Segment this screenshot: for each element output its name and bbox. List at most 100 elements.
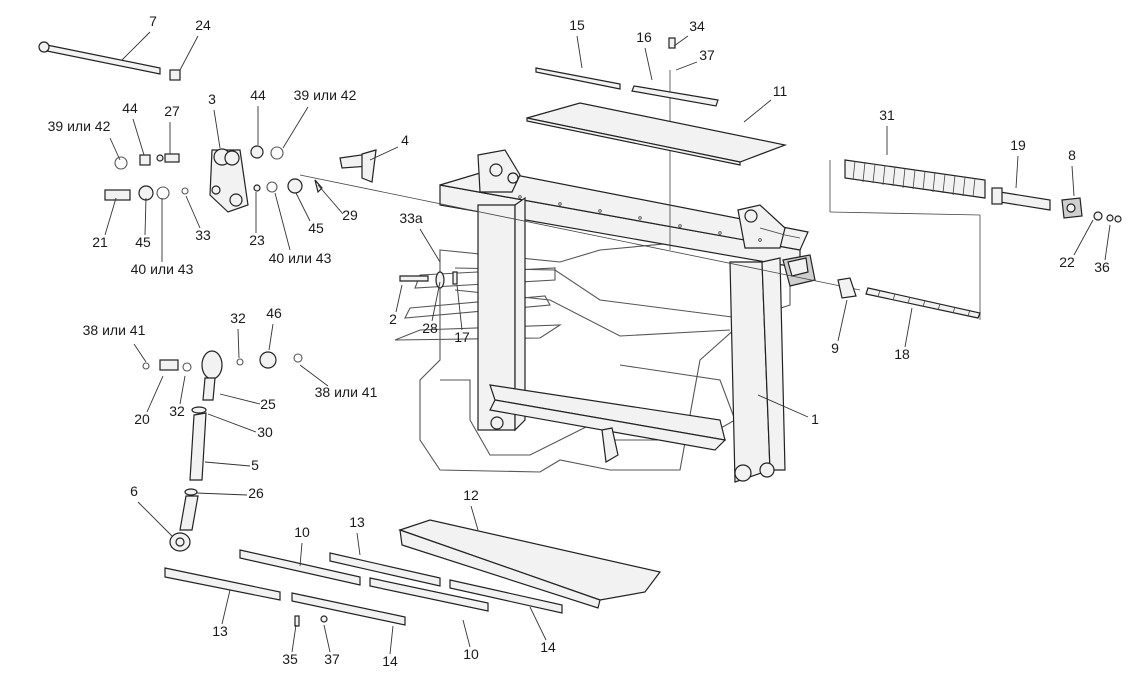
callout-label-c32a: 32 [230, 310, 246, 326]
callout-label-c20: 20 [134, 411, 150, 427]
callout-label-c40b: 40 или 43 [269, 250, 332, 266]
leader-line-c16 [644, 47, 653, 81]
turnbuckle-5 [189, 406, 207, 481]
leader-line-c30 [207, 413, 257, 433]
leader-line-c14b [529, 606, 547, 641]
leader-line-c38a [133, 343, 147, 363]
linkage-25 [201, 350, 223, 401]
callout-label-c39a: 39 или 42 [48, 118, 111, 134]
leader-line-c44b [132, 118, 145, 156]
leader-line-c32b [179, 375, 186, 405]
small-parts-left [104, 145, 323, 201]
callout-label-c37a: 37 [699, 47, 715, 63]
callout-label-c38b: 38 или 41 [315, 384, 378, 400]
rod-4 [339, 149, 377, 183]
callout-label-c38a: 38 или 41 [83, 322, 146, 338]
leader-line-c22 [1073, 219, 1094, 256]
leader-line-c10a [299, 542, 303, 567]
leader-line-c14a [389, 625, 394, 655]
callout-label-c2: 2 [389, 311, 397, 327]
pin-2 [399, 275, 429, 282]
bushing-24 [169, 69, 181, 81]
callout-label-c6: 6 [130, 483, 138, 499]
callout-label-c28: 28 [422, 320, 438, 336]
callout-label-c44a: 44 [250, 87, 266, 103]
cover-plate [526, 102, 788, 166]
callout-label-c22: 22 [1059, 254, 1075, 270]
callout-label-c14b: 14 [540, 639, 556, 655]
leader-line-c13b [221, 589, 231, 625]
leader-line-c9 [837, 299, 848, 342]
leader-line-c12 [470, 505, 479, 531]
callout-label-c16: 16 [636, 29, 652, 45]
strip-16 [631, 85, 719, 107]
threaded-rod-18 [865, 287, 981, 319]
leader-line-c39a [109, 137, 121, 161]
callout-label-c39b: 39 или 42 [294, 87, 357, 103]
callout-label-c40a: 40 или 43 [131, 261, 194, 277]
callout-label-c4: 4 [401, 132, 409, 148]
callout-label-c3: 3 [208, 91, 216, 107]
callout-label-c29: 29 [342, 207, 358, 223]
callout-label-c5: 5 [251, 457, 259, 473]
shaft-19 [991, 187, 1051, 211]
leader-line-c13a [356, 532, 361, 556]
callout-label-c46: 46 [266, 305, 282, 321]
leader-line-c34 [673, 35, 689, 47]
bolt-35-nut-37 [294, 615, 328, 627]
callout-label-c21: 21 [92, 234, 108, 250]
leader-line-c37b [323, 624, 331, 653]
leader-line-c1 [757, 394, 809, 418]
callout-label-c11: 11 [773, 83, 788, 99]
leader-line-c10b [462, 619, 471, 648]
spring-roller [844, 159, 986, 199]
callout-label-c27: 27 [164, 103, 180, 119]
leader-line-c36 [1104, 224, 1111, 261]
strip-15 [535, 67, 621, 90]
clip-28 [435, 271, 445, 289]
leader-line-c25 [219, 393, 261, 405]
rod-end-6 [169, 488, 199, 552]
leader-line-c2 [395, 284, 403, 313]
callout-label-c30: 30 [257, 424, 273, 440]
callout-label-c12: 12 [463, 487, 479, 503]
leader-line-c26 [195, 492, 248, 496]
callout-label-c18: 18 [894, 346, 910, 362]
callout-label-c45a: 45 [135, 234, 151, 250]
callout-label-c45b: 45 [308, 220, 324, 236]
leader-line-c45a [144, 197, 147, 236]
tensioner-9 [837, 277, 857, 299]
callout-label-c9: 9 [831, 340, 839, 356]
leader-line-c20 [146, 375, 164, 413]
callout-label-c13a: 13 [349, 514, 365, 530]
callout-label-c33a: 33а [399, 210, 423, 226]
leader-line-c17 [456, 284, 463, 331]
leader-line-c46 [268, 323, 274, 351]
leader-line-c40b [274, 192, 291, 251]
leader-line-c32a [237, 328, 240, 359]
rod-7 [38, 41, 161, 75]
callout-label-c23: 23 [249, 232, 265, 248]
leader-line-c28 [431, 281, 441, 322]
callout-label-c37b: 37 [324, 651, 340, 667]
callout-label-c32b: 32 [169, 403, 185, 419]
callout-label-c35: 35 [282, 651, 298, 667]
leader-line-c45b [295, 192, 311, 222]
main-frame [299, 70, 981, 483]
callout-label-c15: 15 [569, 17, 585, 33]
callout-label-c10b: 10 [463, 646, 479, 662]
callout-label-c44b: 44 [122, 100, 138, 116]
leader-line-c5 [204, 461, 251, 467]
washers-22-36 [1093, 211, 1122, 223]
beam-12 [398, 519, 662, 609]
callout-label-c36: 36 [1094, 259, 1110, 275]
leader-line-c37a [675, 61, 698, 71]
leader-line-c21 [104, 197, 117, 236]
leader-line-c19 [1015, 155, 1019, 189]
bolt-34 [668, 37, 676, 49]
leader-line-c39b [282, 106, 309, 149]
callout-label-c10a: 10 [294, 524, 310, 540]
leader-line-c38b [299, 364, 329, 387]
